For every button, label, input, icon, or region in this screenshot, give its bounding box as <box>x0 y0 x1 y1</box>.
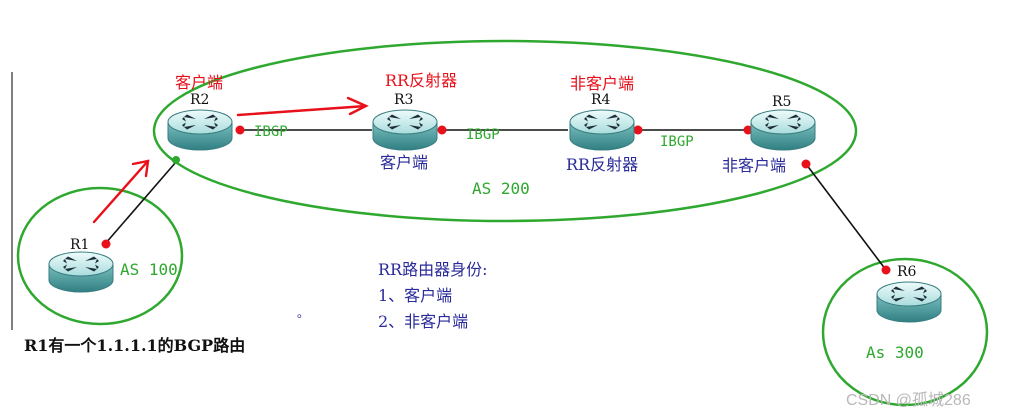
router-r3-name: R3 <box>394 92 413 108</box>
as200-label: AS 200 <box>472 179 530 198</box>
router-r6-name: R6 <box>897 264 917 280</box>
router-r4-sub: RR反射器 <box>566 155 638 174</box>
router-r5-name: R5 <box>772 94 791 110</box>
link-r1-r2 <box>104 161 177 245</box>
port-dot <box>101 239 111 249</box>
as100-label: AS 100 <box>120 260 178 279</box>
route-note: R1有一个1.1.1.1的BGP路由 <box>24 336 245 355</box>
link-r3-r4-label: IBGP <box>466 127 500 143</box>
router-r4-icon <box>569 109 635 151</box>
watermark: CSDN @孤城286 <box>846 391 971 409</box>
route-arrow-r1-r2 <box>92 159 150 224</box>
router-r5-icon <box>750 109 816 151</box>
router-r4-name: R4 <box>591 92 611 108</box>
port-dot <box>743 125 753 135</box>
link-r2-r3-label: IBGP <box>254 124 288 140</box>
as300-label: As 300 <box>866 343 924 362</box>
link-r4-r5-label: IBGP <box>660 134 694 150</box>
router-r2-role: 客户端 <box>175 73 223 92</box>
route-arrow-r2-r3 <box>236 104 368 117</box>
router-r1-icon <box>48 251 114 293</box>
identity-item-1: 1、客户端 <box>378 286 452 305</box>
port-dot <box>881 265 891 275</box>
port-dot <box>633 125 643 135</box>
router-r3-role: RR反射器 <box>385 71 457 90</box>
port-dot-green <box>172 156 180 164</box>
as300-circle <box>821 257 989 407</box>
router-r1-name: R1 <box>70 237 89 253</box>
router-r3-icon <box>372 109 438 151</box>
router-r5-sub: 非客户端 <box>722 156 786 175</box>
link-r5-r6 <box>805 163 887 271</box>
router-r4-role: 非客户端 <box>570 74 634 93</box>
router-r3-sub: 客户端 <box>380 153 428 172</box>
port-dot <box>235 125 245 135</box>
as100-circle <box>16 186 184 326</box>
stray-dot: 。 <box>297 306 309 320</box>
as200-ellipse <box>152 39 858 223</box>
router-r2-icon <box>167 109 233 151</box>
port-dot <box>437 125 447 135</box>
identity-item-2: 2、非客户端 <box>378 312 468 331</box>
router-r2-name: R2 <box>190 92 209 108</box>
router-r6-icon <box>876 281 942 323</box>
identity-title: RR路由器身份: <box>378 260 488 279</box>
port-dot <box>801 159 811 169</box>
